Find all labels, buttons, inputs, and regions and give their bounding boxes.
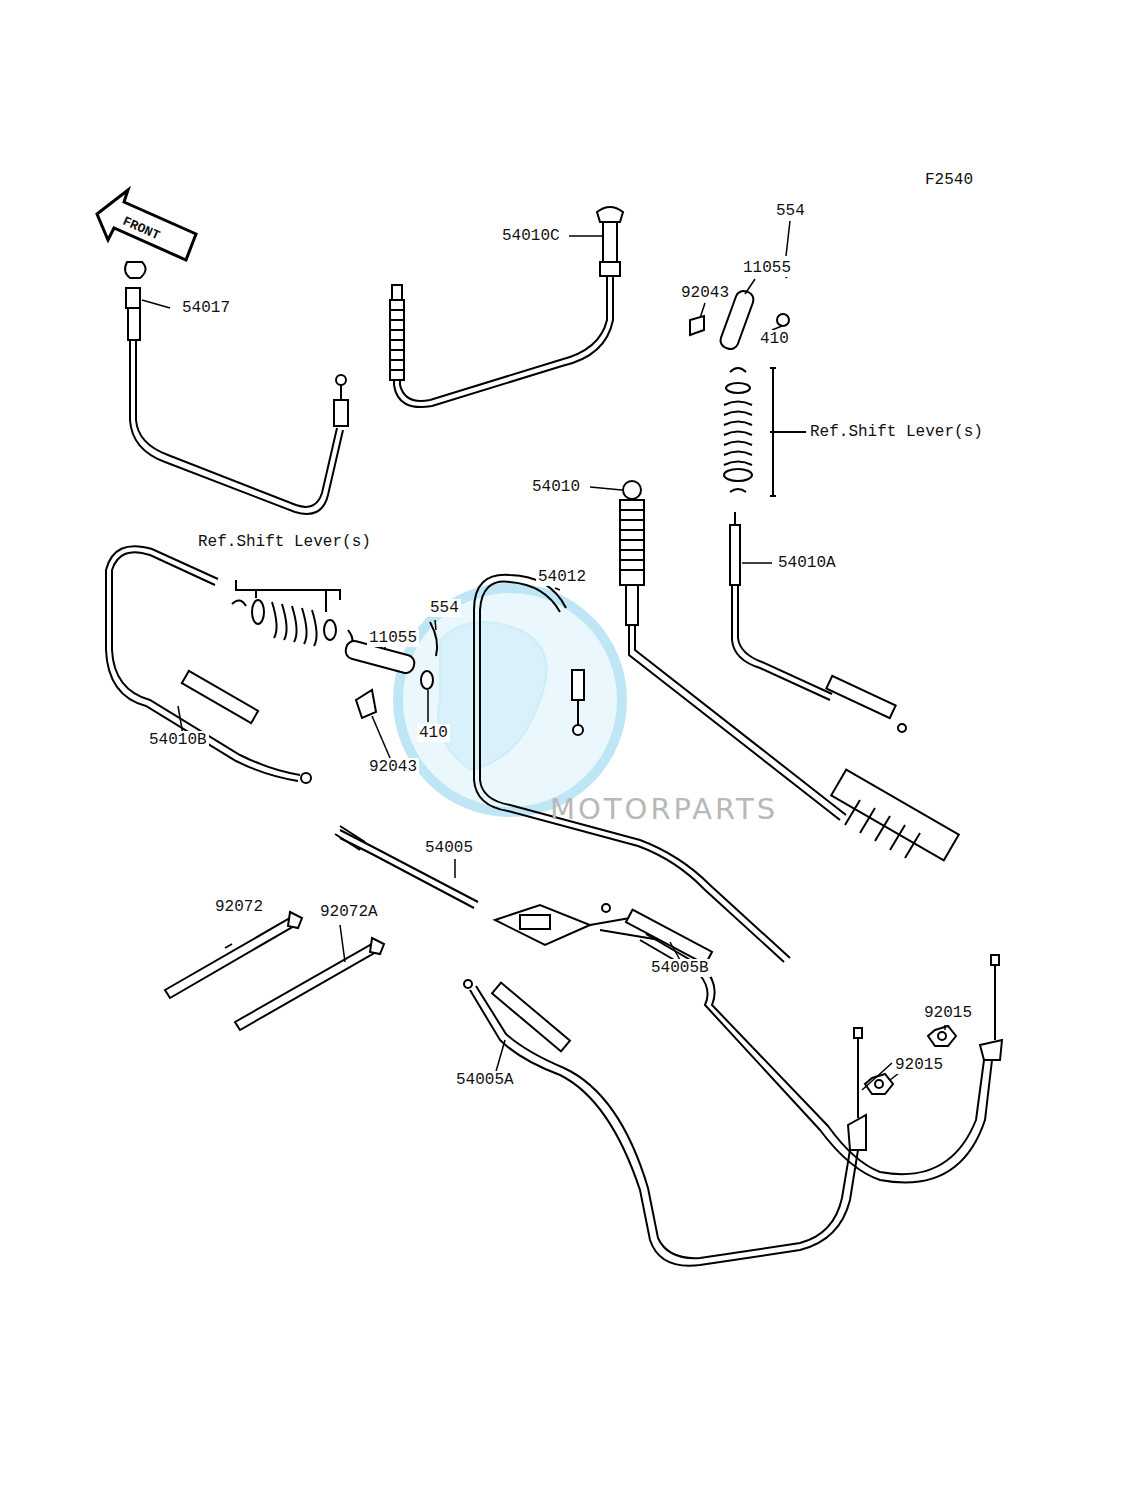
callout-number: 410 [417,724,450,742]
callout-number: 92072A [318,903,380,921]
callout-number: 11055 [741,259,793,277]
callout-number: 554 [428,599,461,617]
callout-number: 54005B [649,959,711,977]
reference-note: Ref.Shift Lever(s) [196,533,373,551]
watermark: MOTORPARTS [548,792,780,826]
callout-number: 11055 [367,629,419,647]
callout-number: 410 [758,330,791,348]
callout-number: 54012 [536,568,588,586]
callout-number: 54010B [147,731,209,749]
callout-number: 54017 [180,299,232,317]
figure-code: F2540 [923,171,975,189]
callout-number: 92015 [893,1056,945,1074]
callout-number: 92015 [922,1004,974,1022]
callout-number: 54005A [454,1071,516,1089]
callout-number: 54010 [530,478,582,496]
reference-note: Ref.Shift Lever(s) [808,423,985,441]
callout-number: 92072 [213,898,265,916]
callout-number: 54010A [776,554,838,572]
callout-number: 92043 [367,758,419,776]
callout-number: 92043 [679,284,731,302]
callout-number: 54005 [423,839,475,857]
callout-number: 54010C [500,227,562,245]
callout-number: 554 [774,202,807,220]
